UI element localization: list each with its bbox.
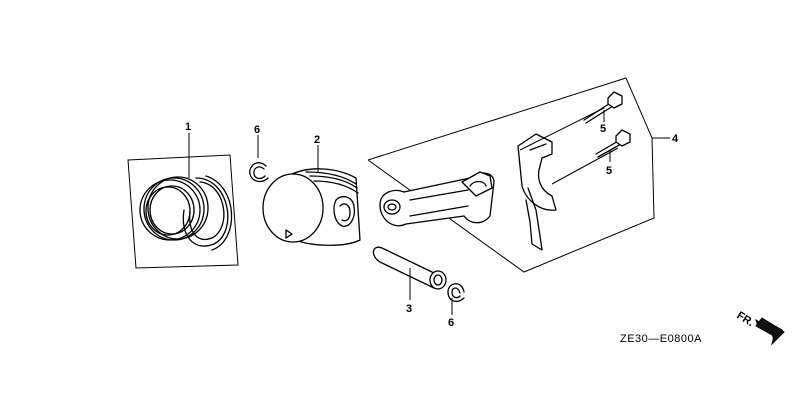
connecting-rod[interactable] (379, 171, 495, 227)
diagram-code: ZE30—E0800A (620, 333, 702, 345)
callout-pin-clip-right: 6 (448, 317, 454, 329)
callout-rod-bolt-upper: 5 (600, 123, 606, 135)
direction-label: FR. (735, 310, 756, 330)
callout-rod-bolt-lower: 5 (606, 165, 612, 177)
pin-clip-right[interactable] (447, 283, 465, 303)
piston-pin[interactable] (372, 246, 447, 290)
piston[interactable] (262, 168, 361, 246)
pin-clip-left[interactable] (249, 162, 269, 183)
callout-pin-clip-left: 6 (254, 124, 260, 136)
callout-piston-rings: 1 (185, 121, 191, 133)
callout-connecting-rod-assembly: 4 (672, 133, 679, 145)
rod-bolt-upper[interactable] (583, 91, 623, 124)
piston-ring-set[interactable] (127, 154, 239, 269)
front-direction-arrow-icon (755, 317, 785, 346)
callout-piston: 2 (314, 134, 320, 146)
callout-piston-pin: 3 (406, 303, 412, 315)
connecting-rod-assembly[interactable] (367, 77, 670, 273)
connecting-rod-cap[interactable] (517, 133, 557, 251)
